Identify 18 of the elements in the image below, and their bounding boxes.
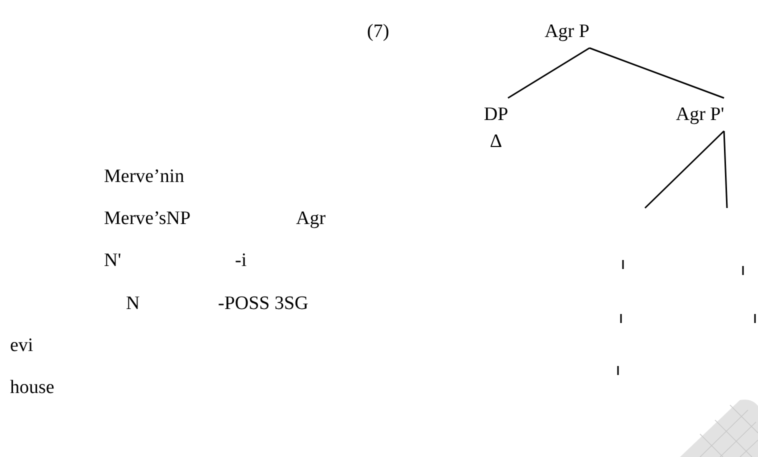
node-label: DP	[484, 103, 508, 127]
gloss-text: N'	[104, 249, 122, 273]
gloss-text: Agr	[296, 207, 326, 231]
tree-branch	[508, 47, 590, 99]
node-label: Agr P'	[676, 103, 724, 127]
tree-branch	[644, 130, 725, 209]
gloss-text: -POSS 3SG	[218, 292, 308, 316]
example-number: (7)	[367, 20, 390, 44]
gloss-text: Merve’nin	[104, 165, 184, 189]
triangle-symbol: Δ	[490, 130, 502, 154]
gloss-text: -i	[235, 249, 247, 273]
gloss-text: house	[10, 376, 54, 400]
gloss-text: evi	[10, 334, 34, 358]
node-label: Agr P	[544, 20, 590, 44]
tree-branch	[723, 130, 728, 208]
gloss-text: Merve’sNP	[104, 207, 191, 231]
tree-branch	[589, 47, 724, 99]
gloss-text: N	[126, 292, 140, 316]
